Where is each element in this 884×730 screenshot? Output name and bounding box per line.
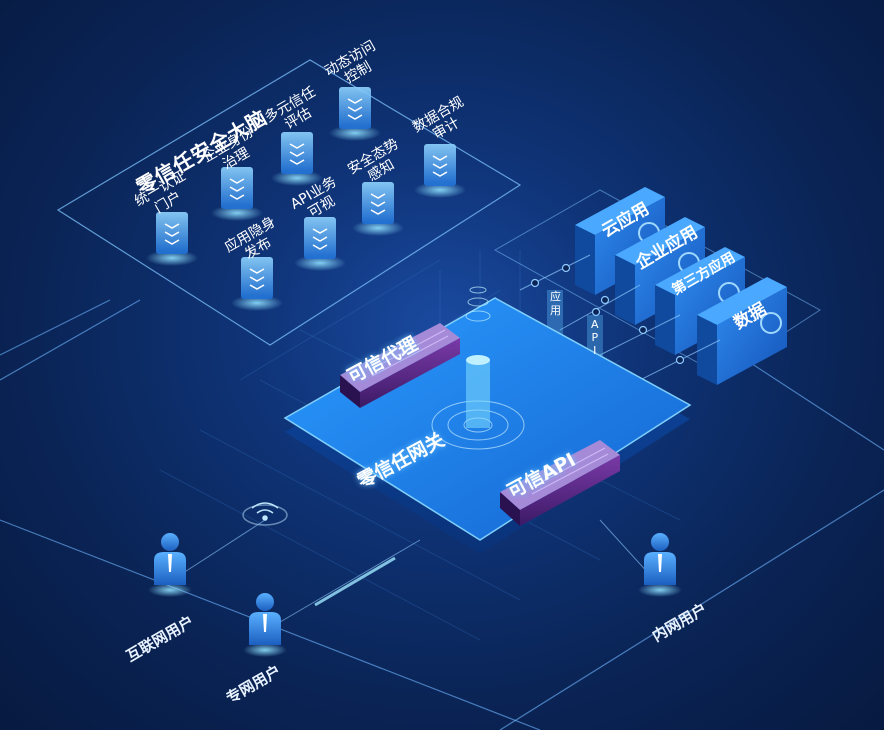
device-api: [500, 440, 620, 526]
user-intranet-figure: [638, 533, 682, 597]
connection-nodes: [530, 263, 685, 365]
server-situation: [352, 182, 404, 236]
server-stealth: [231, 257, 283, 311]
server-compliance: [414, 144, 466, 198]
app-blocks: [575, 187, 787, 385]
connector-api-label: A P I: [591, 318, 599, 357]
wifi-icon: [242, 502, 288, 526]
private-beam: [314, 556, 396, 607]
brain-frame: [56, 59, 522, 346]
brain-servers: [146, 87, 466, 311]
connector-app-label: 应 用: [550, 290, 561, 317]
device-proxy: [340, 323, 460, 408]
user-private-figure: [243, 593, 287, 657]
user-lines: [179, 519, 651, 626]
app-block-data: [697, 277, 787, 385]
gateway-platform: [283, 286, 692, 554]
server-apivis: [294, 217, 346, 271]
user-internet-figure: [148, 533, 192, 597]
server-dynamic: [329, 87, 381, 141]
server-multi: [271, 132, 323, 186]
app-block-enterprise: [615, 217, 705, 325]
app-block-thirdparty: [655, 247, 745, 355]
server-portal: [146, 212, 198, 266]
server-identity: [211, 167, 263, 221]
